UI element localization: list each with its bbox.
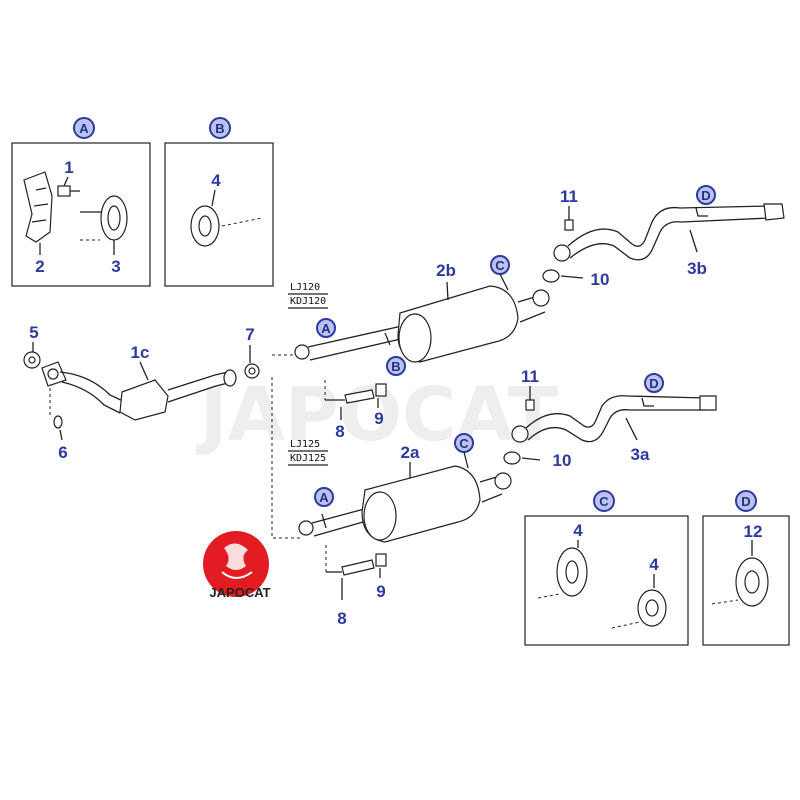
callout-4-c1: 4 bbox=[573, 521, 583, 540]
callout-7: 7 bbox=[245, 325, 254, 344]
model-lj120: LJ120 bbox=[290, 282, 320, 293]
nut-6 bbox=[53, 415, 63, 429]
tailpipe-tip-3a bbox=[699, 395, 717, 411]
gasket-10-upper bbox=[542, 269, 560, 283]
ref-letter-lower-c: C bbox=[459, 436, 469, 451]
ref-letter-upper-c: C bbox=[495, 258, 505, 273]
inset-d-badge bbox=[735, 490, 757, 512]
bolt-11-upper bbox=[564, 219, 574, 231]
inset-a-badge bbox=[73, 117, 95, 139]
inset-c-letter: C bbox=[599, 494, 609, 509]
mount-bracket bbox=[23, 171, 53, 243]
callout-1: 1 bbox=[64, 158, 73, 177]
callout-9-upper: 9 bbox=[374, 409, 383, 428]
callout-3b: 3b bbox=[687, 259, 707, 278]
upper-assembly: LJ120 KDJ120 A 2b C B 8 9 bbox=[288, 185, 785, 441]
ref-letter-lower-a: A bbox=[319, 490, 329, 505]
callout-4-b: 4 bbox=[211, 171, 221, 190]
inset-c: C 4 4 bbox=[524, 490, 689, 646]
inset-d: D 12 bbox=[702, 490, 790, 646]
callout-3a: 3a bbox=[631, 445, 650, 464]
callout-8-lower: 8 bbox=[337, 609, 346, 628]
ref-badge-upper-a bbox=[316, 318, 336, 338]
ref-letter-upper-b: B bbox=[391, 359, 400, 374]
model-lj125: LJ125 bbox=[290, 439, 320, 450]
stud-8-upper bbox=[344, 389, 375, 404]
ref-letter-lower-d: D bbox=[649, 376, 658, 391]
bolt-9-lower bbox=[375, 553, 387, 567]
stud-8-lower bbox=[341, 559, 375, 576]
inset-b-letter: B bbox=[215, 121, 224, 136]
inset-b-badge bbox=[209, 117, 231, 139]
callout-2b: 2b bbox=[436, 261, 456, 280]
callout-10-lower: 10 bbox=[553, 451, 572, 470]
flange-2b bbox=[294, 344, 310, 360]
callout-6: 6 bbox=[58, 443, 67, 462]
flange-3b bbox=[553, 244, 571, 262]
bolt-11-lower bbox=[525, 399, 535, 411]
ref-badge-lower-a bbox=[314, 487, 334, 507]
callout-5: 5 bbox=[29, 323, 38, 342]
ref-badge-upper-d bbox=[696, 185, 716, 205]
inset-b: B 4 bbox=[164, 117, 274, 287]
flange-3a bbox=[511, 425, 529, 443]
ref-badge-lower-d bbox=[644, 373, 664, 393]
inset-c-badge bbox=[593, 490, 615, 512]
lower-assembly: LJ125 KDJ125 A 2a C 8 9 10 bbox=[288, 367, 717, 628]
callout-3: 3 bbox=[111, 257, 120, 276]
callout-2a: 2a bbox=[401, 443, 420, 462]
flange-2a bbox=[298, 520, 314, 536]
ref-letter-upper-a: A bbox=[321, 321, 331, 336]
front-pipe-1c: 5 6 1c 7 bbox=[23, 323, 260, 462]
ref-badge-upper-b bbox=[386, 356, 406, 376]
flange-2b-rear bbox=[532, 289, 550, 307]
gasket-10-lower bbox=[503, 451, 521, 465]
model-kdj125: KDJ125 bbox=[290, 453, 326, 464]
callout-8-upper: 8 bbox=[335, 422, 344, 441]
bolt-1 bbox=[57, 185, 71, 197]
japocat-logo: JAPOCAT bbox=[203, 531, 271, 600]
catalytic-converter bbox=[119, 379, 169, 421]
inset-d-letter: D bbox=[741, 494, 750, 509]
callout-4-c2: 4 bbox=[649, 555, 659, 574]
callout-11-upper: 11 bbox=[560, 187, 578, 206]
callout-2: 2 bbox=[35, 257, 44, 276]
ref-letter-upper-d: D bbox=[701, 188, 710, 203]
callout-9-lower: 9 bbox=[376, 582, 385, 601]
inset-a: A 1 2 3 bbox=[11, 117, 151, 287]
callout-12: 12 bbox=[744, 522, 763, 541]
callout-10-upper: 10 bbox=[591, 270, 610, 289]
callout-11-lower: 11 bbox=[521, 367, 539, 386]
flange-1c-rear bbox=[223, 369, 237, 387]
tailpipe-tip-3b bbox=[763, 203, 785, 221]
model-kdj120: KDJ120 bbox=[290, 296, 326, 307]
logo-text: JAPOCAT bbox=[209, 585, 270, 600]
bolt-9-upper bbox=[375, 383, 387, 397]
flange-2a-rear bbox=[494, 472, 512, 490]
inset-a-letter: A bbox=[79, 121, 89, 136]
callout-1c: 1c bbox=[131, 343, 150, 362]
